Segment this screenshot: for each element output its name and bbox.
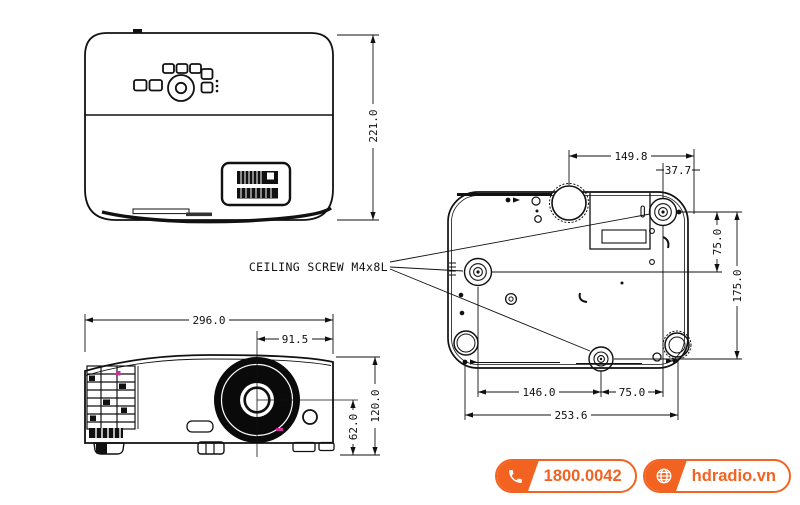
- dimension-label: 91.5: [282, 333, 309, 346]
- dim-feet-span: 253.6: [464, 358, 679, 422]
- dim-front-width: 296.0: [84, 313, 334, 354]
- ceiling-screw-top-right: [648, 197, 678, 227]
- top-view: [84, 29, 334, 224]
- bottom-feet: [453, 330, 692, 365]
- dimension-label: 75.0: [711, 229, 724, 256]
- dimension-label: 75.0: [619, 386, 646, 399]
- dimension-label: 175.0: [731, 269, 744, 302]
- footer-contact-bar: 1800.0042 hdradio.vn: [494, 459, 791, 493]
- focus-knob: [302, 409, 318, 425]
- bottom-view: [447, 183, 692, 372]
- front-view: [84, 331, 358, 457]
- phone-badge[interactable]: 1800.0042: [494, 459, 637, 493]
- website-badge[interactable]: hdradio.vn: [642, 459, 791, 493]
- dimension-label: 62.0: [347, 414, 360, 441]
- lens-bottom: [549, 183, 589, 223]
- label-plate: [601, 229, 647, 244]
- dimension-label: 37.7: [665, 164, 692, 177]
- dimension-label: 221.0: [367, 109, 380, 142]
- globe-icon: [656, 468, 672, 484]
- front-feet: [89, 428, 335, 455]
- dimension-label: 146.0: [522, 386, 555, 399]
- dimension-label: 296.0: [192, 314, 225, 327]
- led-indicator: [215, 79, 219, 83]
- dim-screw-col-left: 146.0: [477, 287, 602, 399]
- dim-lens-center-height: 62.0: [346, 400, 360, 455]
- dim-screw-rows-total: 175.0: [614, 212, 744, 360]
- dimension-label: 253.6: [554, 409, 587, 422]
- annotation-label: CEILING SCREW M4x8L: [249, 260, 388, 274]
- control-panel: [133, 63, 219, 102]
- nav-ring: [167, 74, 195, 102]
- dim-front-height: 120.0: [336, 356, 382, 456]
- vent-grille: [86, 365, 139, 430]
- focus-dial: [220, 161, 292, 207]
- bottom-details: [449, 196, 682, 364]
- dimension-label: 120.0: [369, 389, 382, 422]
- phone-badge-accent: [496, 461, 539, 491]
- rear-edge-shadow: [101, 206, 332, 224]
- dim-screw-to-edge: 37.7: [656, 163, 700, 198]
- dim-screw-col-right: 75.0: [601, 226, 664, 399]
- print-artifact: [116, 371, 121, 376]
- website-url: hdradio.vn: [691, 467, 776, 485]
- phone-number: 1800.0042: [543, 467, 622, 485]
- website-badge-accent: [644, 461, 687, 491]
- dim-lens-to-screw: 149.8: [568, 149, 695, 214]
- led-indicator: [215, 89, 219, 93]
- ir-window: [186, 420, 214, 433]
- ceiling-screw-left: [463, 257, 493, 287]
- print-artifact: [276, 428, 283, 431]
- phone-icon: [508, 469, 522, 483]
- dim-lens-offset: 91.5: [257, 332, 333, 346]
- led-indicator: [215, 84, 219, 88]
- top-notch: [133, 29, 142, 33]
- dim-screw-row-gap: 75.0: [492, 211, 742, 273]
- ceiling-screw-annotation: CEILING SCREW M4x8L: [249, 213, 651, 352]
- dim-top-view-height: 221.0: [337, 34, 380, 221]
- dimension-label: 149.8: [614, 150, 647, 163]
